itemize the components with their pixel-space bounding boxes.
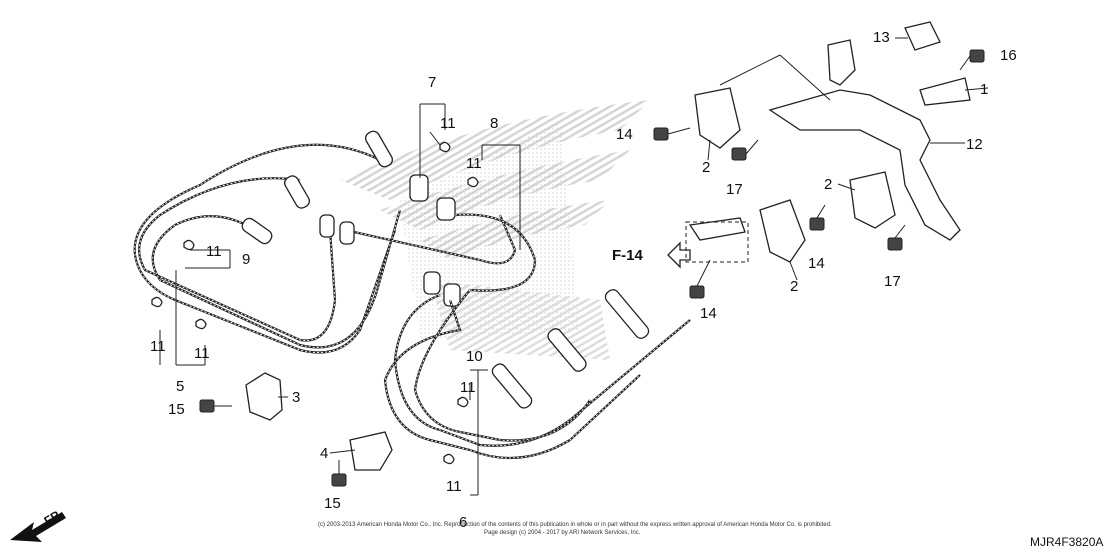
callout-2-top: 2 xyxy=(702,159,710,176)
callout-16: 16 xyxy=(1000,47,1017,64)
callout-labels: 1 2 2 2 3 4 5 6 7 8 9 10 11 11 11 11 11 … xyxy=(150,29,1017,531)
cable-clips xyxy=(151,141,479,465)
callout-13: 13 xyxy=(873,29,890,46)
callout-15-b: 15 xyxy=(324,495,341,512)
callout-11-c: 11 xyxy=(206,243,222,260)
callout-7: 7 xyxy=(428,74,436,91)
left-ignition-cable-loop xyxy=(133,143,517,354)
spark-plug-boots-right xyxy=(491,289,650,409)
callout-2-right: 2 xyxy=(824,176,832,193)
callout-4: 4 xyxy=(320,445,328,462)
spark-plug-caps-center xyxy=(409,174,461,307)
callout-12: 12 xyxy=(966,136,983,153)
leader-lines xyxy=(159,37,989,496)
copyright-line-1: (c) 2003-2013 American Honda Motor Co., … xyxy=(318,522,832,528)
callout-11-e: 11 xyxy=(194,345,210,362)
spark-plug-boots-left xyxy=(241,130,394,245)
callout-17-b: 17 xyxy=(884,273,901,290)
bolts-right xyxy=(653,49,985,299)
coil-mounting-bracket xyxy=(688,21,971,241)
callout-11-d: 11 xyxy=(150,338,166,355)
callout-6: 6 xyxy=(459,514,467,531)
reference-arrow-f14 xyxy=(667,221,749,269)
watermark-wing-logo xyxy=(340,100,650,360)
callout-15-a: 15 xyxy=(168,401,185,418)
flange-bolts-15 xyxy=(199,399,347,487)
reference-label-f14: F-14 xyxy=(612,247,644,264)
callout-14-a: 14 xyxy=(616,126,633,143)
callout-5: 5 xyxy=(176,378,184,395)
diagram-code: MJR4F3820A xyxy=(1030,535,1103,549)
front-direction-arrow xyxy=(10,512,66,542)
callout-11-f: 11 xyxy=(460,379,476,396)
callout-11-a: 11 xyxy=(440,115,456,132)
right-ignition-cable-loop xyxy=(383,213,691,460)
callout-11-g: 11 xyxy=(446,478,462,495)
callout-17-a: 17 xyxy=(726,181,743,198)
callout-2-mid: 2 xyxy=(790,278,798,295)
callout-1: 1 xyxy=(980,81,988,98)
callout-8: 8 xyxy=(490,115,498,132)
callout-10: 10 xyxy=(466,348,483,365)
ignition-coils xyxy=(694,87,896,263)
callout-9: 9 xyxy=(242,251,250,268)
callout-14-b: 14 xyxy=(808,255,825,272)
callout-14-c: 14 xyxy=(700,305,717,322)
copyright-line-2: Page design (c) 2004 - 2017 by ARI Netwo… xyxy=(484,530,641,536)
callout-3: 3 xyxy=(292,389,300,406)
callout-11-b: 11 xyxy=(466,155,482,172)
cable-holder-brackets xyxy=(245,372,393,471)
